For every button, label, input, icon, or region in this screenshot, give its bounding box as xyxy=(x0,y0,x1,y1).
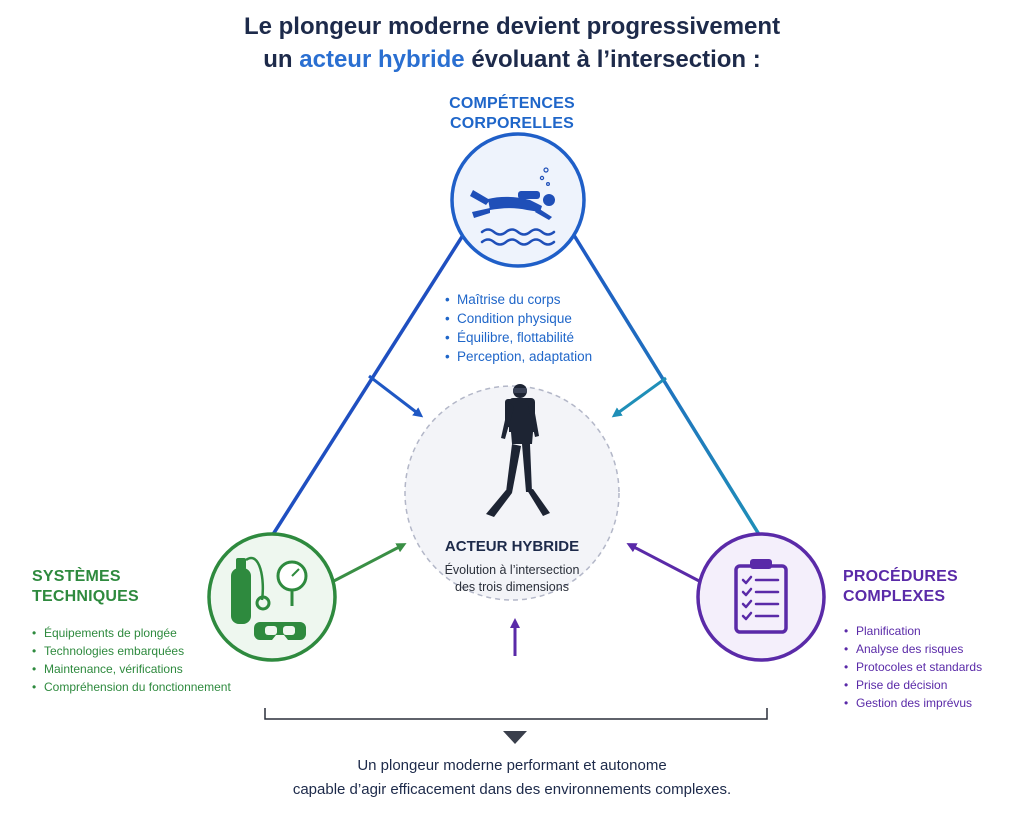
conclusion-line-1: Un plongeur moderne performant et autono… xyxy=(357,757,667,774)
competences-heading: COMPÉTENCES CORPORELLES xyxy=(362,94,662,134)
list-item: Gestion des imprévus xyxy=(844,694,982,712)
title-line-2-start: un xyxy=(263,46,300,73)
list-item: Protocoles et standards xyxy=(844,658,982,676)
arrow-from-top-left xyxy=(368,374,424,418)
procedures-heading: PROCÉDURES COMPLEXES xyxy=(843,567,1023,607)
edge-top-left xyxy=(270,231,467,537)
list-item: Perception, adaptation xyxy=(445,347,592,366)
systemes-heading-line-2: TECHNIQUES xyxy=(32,588,139,605)
list-item: Maîtrise du corps xyxy=(445,290,592,309)
center-subtitle: Évolution à l’intersection des trois dim… xyxy=(412,562,612,596)
arrow-from-top-right xyxy=(611,376,667,418)
conclusion-text: Un plongeur moderne performant et autono… xyxy=(0,754,1024,802)
systemes-heading: SYSTÈMES TECHNIQUES xyxy=(32,567,232,607)
procedures-heading-line-1: PROCÉDURES xyxy=(843,568,958,585)
competences-heading-line-1: COMPÉTENCES xyxy=(449,95,575,112)
competences-list: Maîtrise du corps Condition physique Équ… xyxy=(445,290,592,366)
diver-standing-icon xyxy=(486,384,550,517)
arrow-from-left xyxy=(329,543,407,585)
list-item: Équilibre, flottabilité xyxy=(445,328,592,347)
left-node xyxy=(207,532,337,662)
diver-swimming-icon xyxy=(470,167,555,220)
list-item: Équipements de plongée xyxy=(32,624,231,642)
list-item: Condition physique xyxy=(445,309,592,328)
conclusion-bracket xyxy=(264,708,768,720)
procedures-list: Planification Analyse des risques Protoc… xyxy=(844,622,982,712)
right-node xyxy=(696,532,826,662)
down-triangle-icon xyxy=(503,731,527,744)
procedures-heading-line-2: COMPLEXES xyxy=(843,588,946,605)
list-item: Analyse des risques xyxy=(844,640,982,658)
systemes-list: Équipements de plongée Technologies emba… xyxy=(32,624,231,696)
list-item: Prise de décision xyxy=(844,676,982,694)
list-item: Planification xyxy=(844,622,982,640)
list-item: Maintenance, vérifications xyxy=(32,660,231,678)
title-highlight: acteur hybride xyxy=(299,46,465,73)
center-subtitle-line-2: des trois dimensions xyxy=(455,580,569,594)
title-line-2-end: évoluant à l’intersection : xyxy=(464,46,761,73)
waves-icon xyxy=(480,228,556,246)
edge-top-right xyxy=(570,231,762,537)
top-node xyxy=(450,132,586,268)
conclusion-line-2: capable d’agir efficacement dans des env… xyxy=(292,781,732,798)
center-subtitle-line-1: Évolution à l’intersection xyxy=(444,563,580,577)
clipboard-checklist-icon xyxy=(734,559,788,634)
page-title: Le plongeur moderne devient progressivem… xyxy=(0,10,1024,76)
competences-heading-line-2: CORPORELLES xyxy=(450,115,574,132)
systemes-heading-line-1: SYSTÈMES xyxy=(32,568,121,585)
center-title: ACTEUR HYBRIDE xyxy=(444,538,580,555)
tank-gauge-mask-icon xyxy=(231,556,308,640)
list-item: Compréhension du fonctionnement xyxy=(32,678,231,696)
title-line-1: Le plongeur moderne devient progressivem… xyxy=(243,13,781,40)
list-item: Technologies embarquées xyxy=(32,642,231,660)
title-line-2: un acteur hybride évoluant à l’intersect… xyxy=(0,43,1024,76)
arrow-from-right xyxy=(626,543,704,585)
